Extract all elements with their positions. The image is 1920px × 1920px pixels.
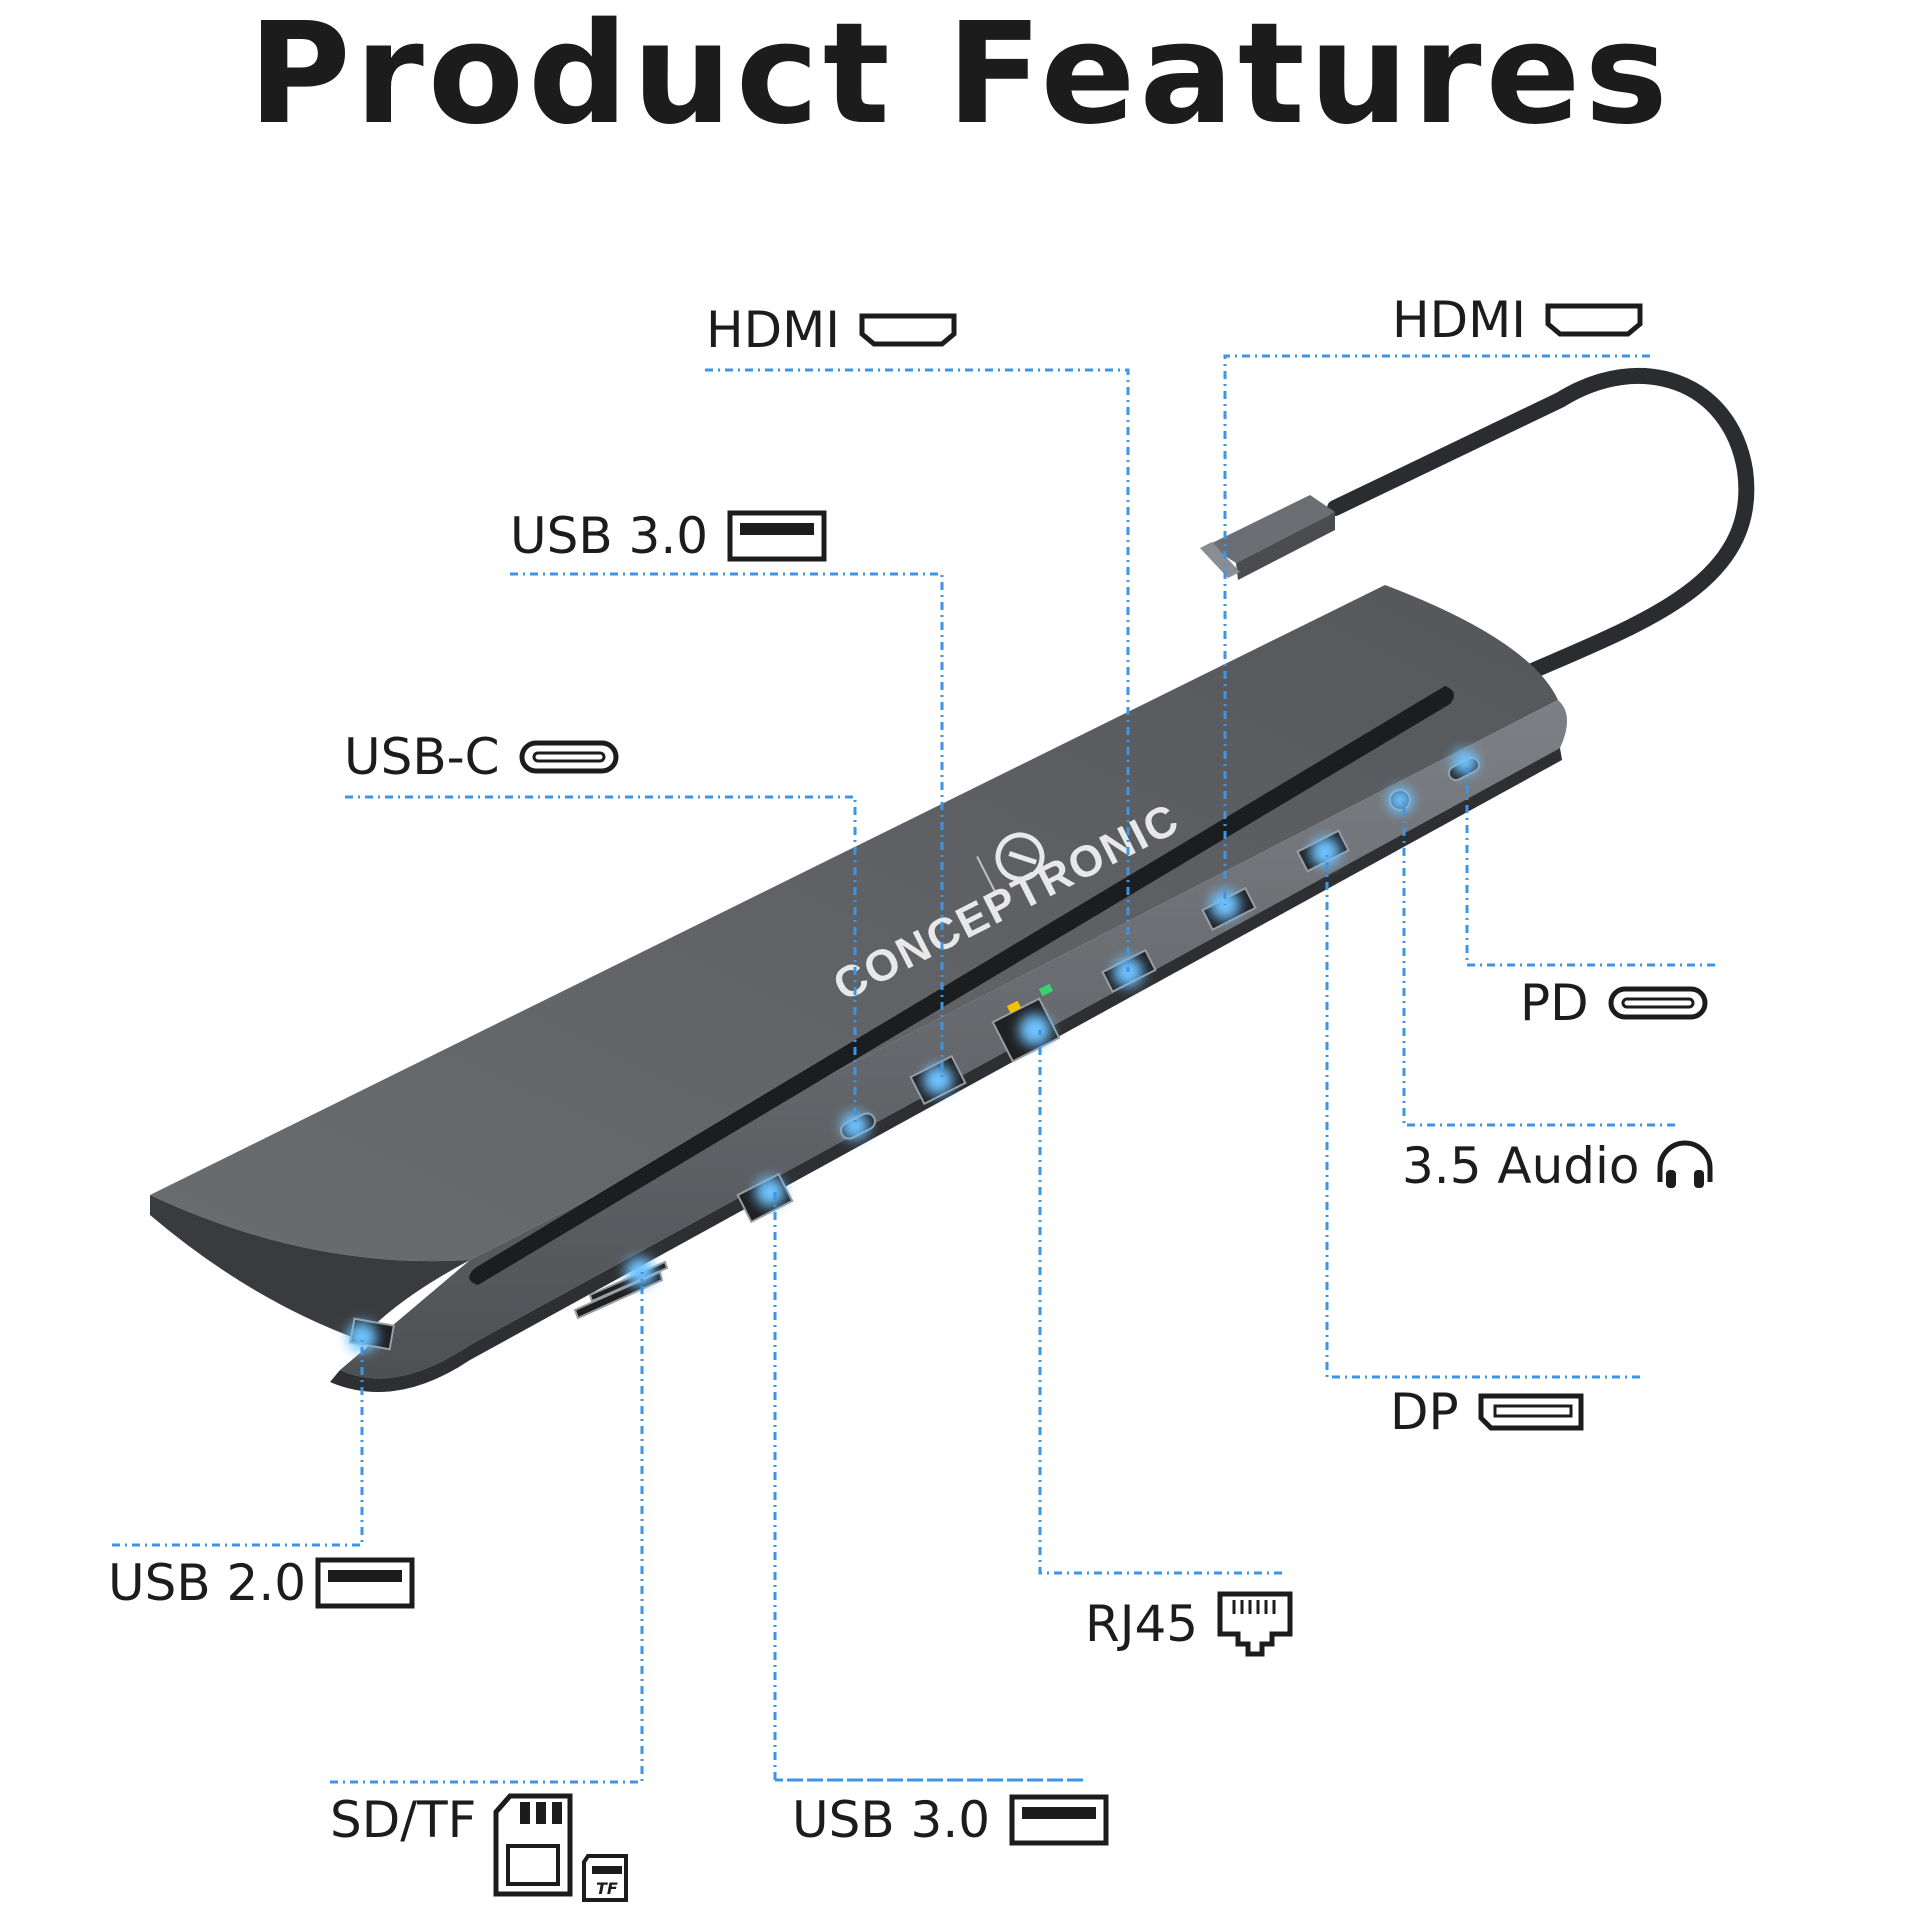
usb-a-port-icon xyxy=(315,1557,415,1609)
callout-label: 3.5 Audio xyxy=(1402,1137,1640,1195)
callout-usb2: USB 2.0 xyxy=(108,1555,416,1611)
callout-pd: PD xyxy=(1520,975,1709,1031)
callout-label: USB 3.0 xyxy=(510,507,709,565)
stand-slot xyxy=(469,686,1454,1285)
brand-logo xyxy=(976,832,1045,893)
usb-c-cable xyxy=(1327,368,1755,680)
callout-label: DP xyxy=(1390,1383,1459,1441)
callout-dp: DP xyxy=(1390,1384,1585,1440)
callout-label: RJ45 xyxy=(1085,1595,1199,1653)
callout-label: SD/TF xyxy=(330,1791,477,1849)
usb-a-port-icon xyxy=(1009,1794,1109,1846)
hdmi-port-icon xyxy=(859,313,957,347)
callout-label: USB 2.0 xyxy=(108,1554,307,1612)
usb-a-port-icon xyxy=(727,510,827,562)
callout-label: HDMI xyxy=(706,301,840,359)
callout-label: PD xyxy=(1520,974,1589,1032)
port-glows xyxy=(347,749,1478,1352)
callout-rj45: RJ45 xyxy=(1085,1590,1294,1658)
usb-c-plug xyxy=(1200,495,1335,580)
callout-usb3-top: USB 3.0 xyxy=(510,508,828,564)
callout-usb-c: USB-C xyxy=(344,729,620,785)
dock-left-face xyxy=(150,1195,470,1340)
svg-text:TF: TF xyxy=(596,1879,618,1898)
hdmi-port-icon xyxy=(1545,303,1643,337)
dock-front-face xyxy=(340,700,1568,1379)
callout-label: USB 3.0 xyxy=(792,1791,991,1849)
page-title: Product Features xyxy=(248,0,1672,156)
ethernet-port-icon xyxy=(1217,1591,1293,1657)
displayport-icon xyxy=(1478,1393,1584,1431)
callout-hdmi-top-left: HDMI xyxy=(706,302,958,358)
callout-leader-lines xyxy=(112,354,1715,1784)
callout-sd-tf: SD/TF TF xyxy=(330,1792,642,1902)
sd-card-icon: TF xyxy=(493,1793,629,1902)
dock-top-surface xyxy=(150,585,1558,1262)
callout-label: HDMI xyxy=(1392,291,1526,349)
callout-label: USB-C xyxy=(344,728,500,786)
callout-hdmi-top-right: HDMI xyxy=(1392,292,1644,348)
callout-audio: 3.5 Audio xyxy=(1402,1138,1718,1194)
usb-c-port-icon xyxy=(1608,986,1708,1020)
usb-c-port-icon xyxy=(519,740,619,774)
callout-usb3-bottom: USB 3.0 xyxy=(792,1792,1110,1848)
headphones-icon xyxy=(1657,1140,1713,1188)
